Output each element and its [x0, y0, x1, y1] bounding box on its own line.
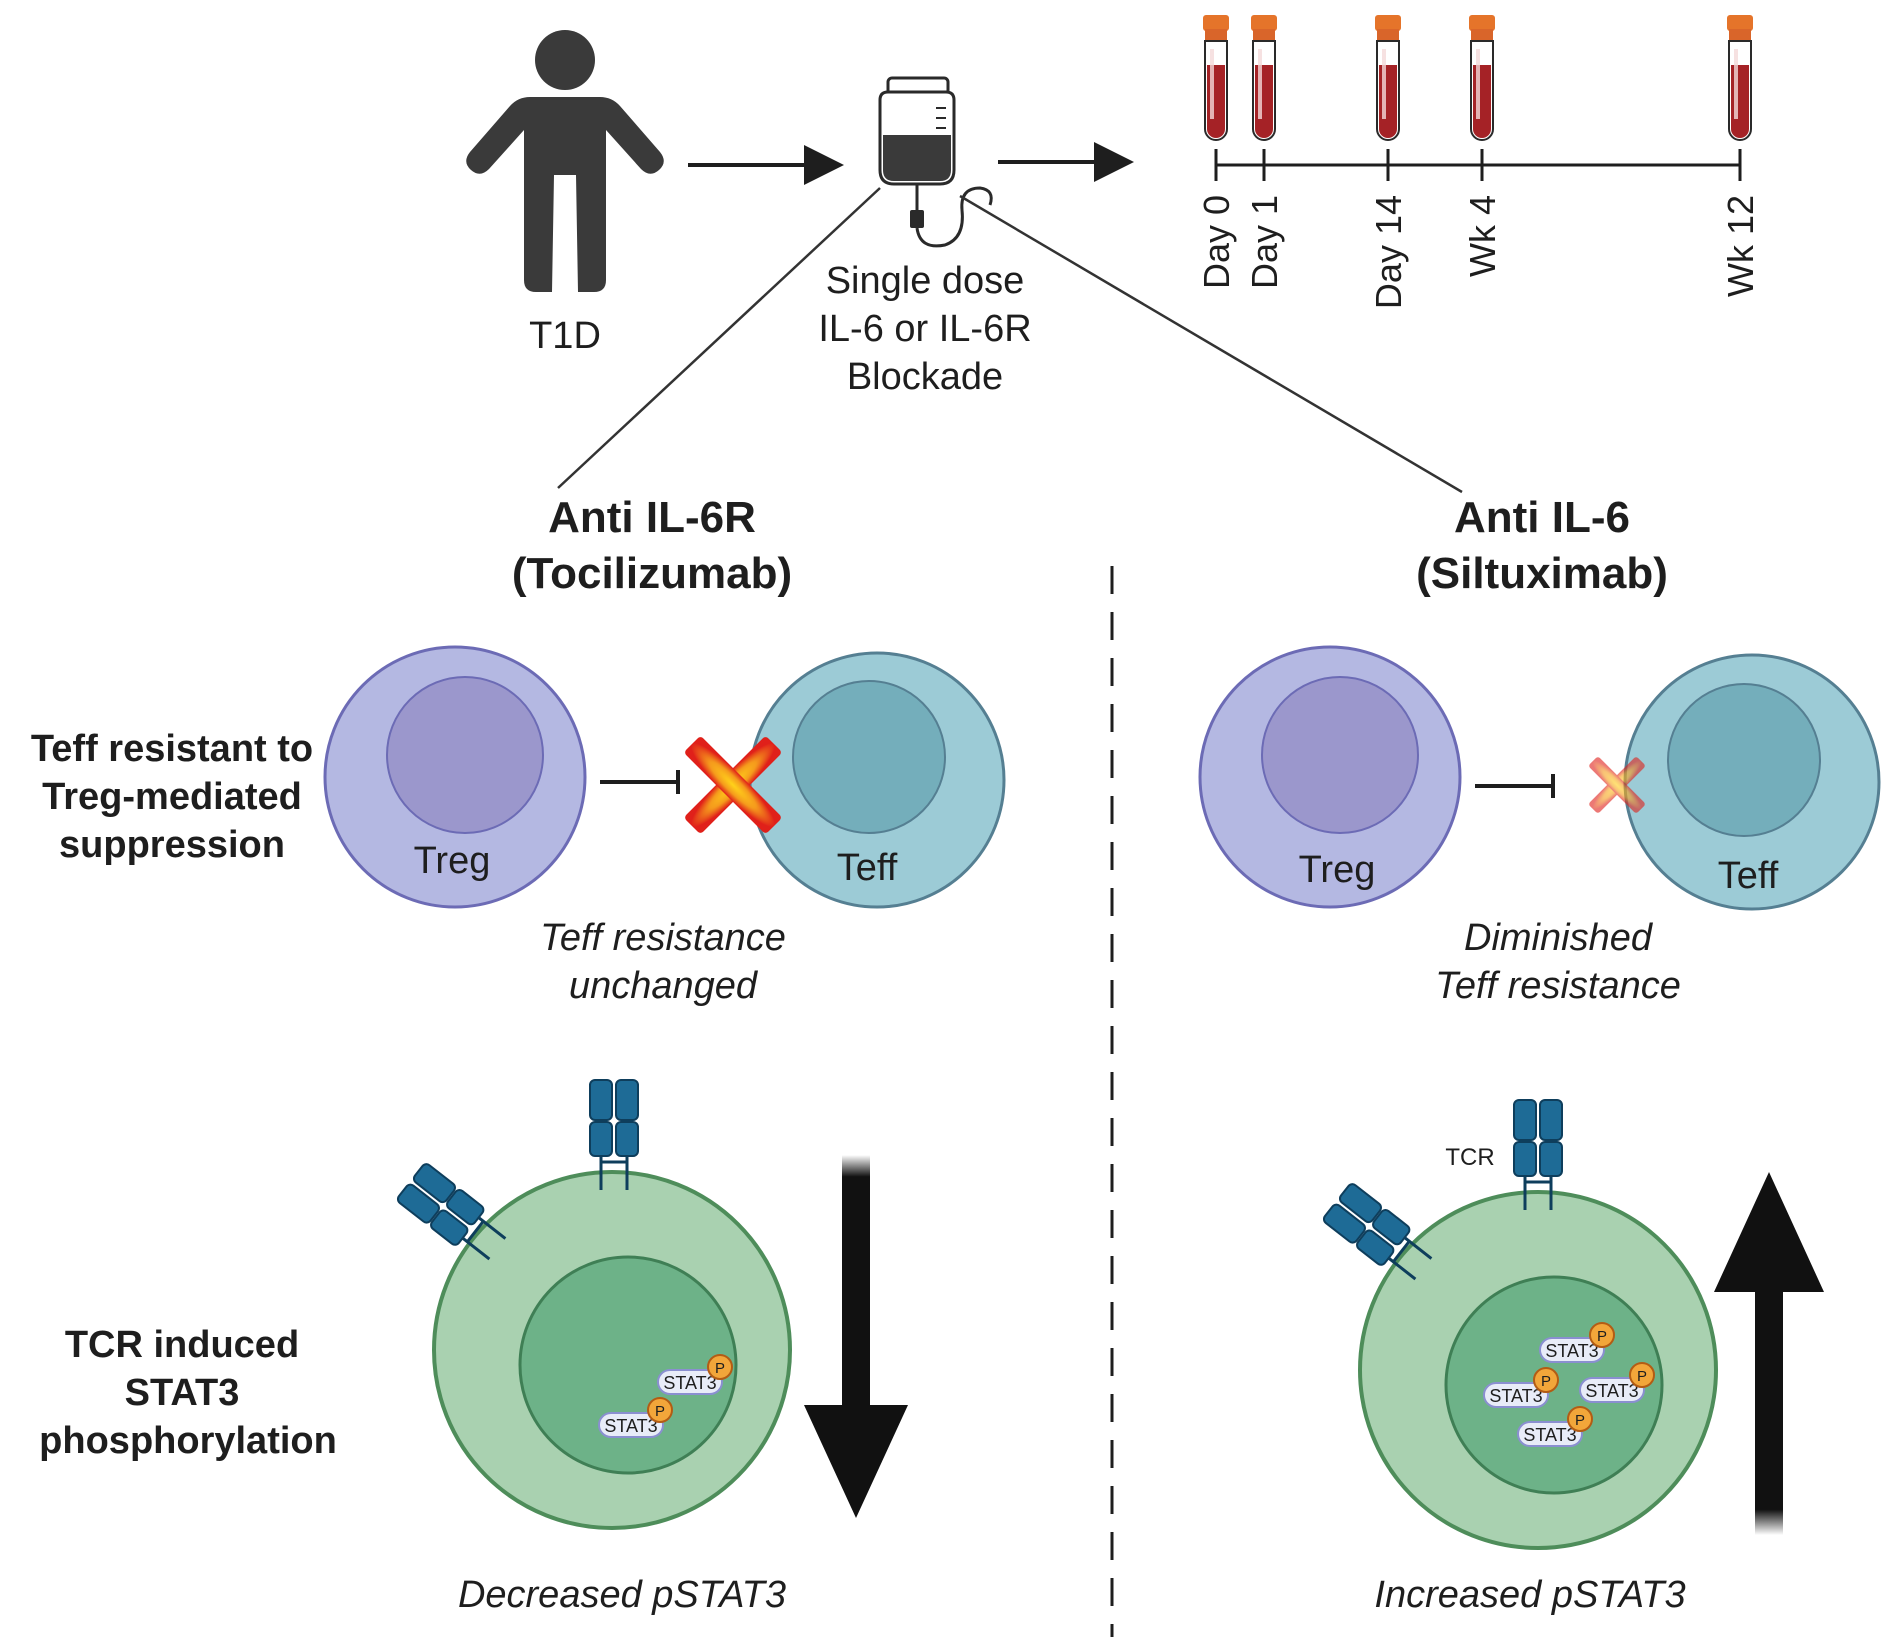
left-inhibition-line	[600, 770, 680, 794]
right-result-line2: Teff resistance	[1435, 965, 1681, 1007]
row1-label-line2: Treg-mediated	[42, 776, 302, 818]
svg-text:STAT3: STAT3	[1489, 1386, 1542, 1406]
left-block-x-icon	[685, 737, 781, 833]
svg-text:STAT3: STAT3	[1585, 1381, 1638, 1401]
left-result-line2: unchanged	[569, 965, 759, 1007]
right-result-line1: Diminished	[1464, 917, 1654, 959]
patient-icon	[466, 30, 664, 292]
right-inhibition-line	[1475, 774, 1555, 798]
timeline-label: Wk 12	[1720, 195, 1761, 297]
left-stat3-2: STAT3 P	[598, 1397, 673, 1438]
decrease-arrow-icon	[804, 1155, 908, 1518]
left-treg-label: Treg	[414, 840, 491, 882]
row2-label-line1: TCR induced	[65, 1324, 299, 1366]
right-stat3-2: STAT3 P	[1483, 1367, 1559, 1408]
timeline-label: Wk 4	[1462, 195, 1503, 277]
right-stat3-4: STAT3 P	[1517, 1406, 1593, 1447]
zoom-line-left	[557, 187, 881, 489]
right-title-line1: Anti IL-6	[1454, 493, 1630, 542]
right-teff-cell	[1623, 653, 1881, 911]
blood-tube-icon	[1250, 14, 1278, 141]
left-result-line1: Teff resistance	[540, 917, 786, 959]
blood-tube-icon	[1374, 14, 1402, 141]
dose-label-line2: IL-6 or IL-6R	[818, 308, 1031, 350]
left-tcell	[432, 1170, 792, 1530]
zoom-line-right	[959, 194, 1463, 494]
svg-text:P: P	[1575, 1412, 1585, 1429]
svg-text:STAT3: STAT3	[663, 1373, 716, 1393]
svg-text:STAT3: STAT3	[604, 1416, 657, 1436]
iv-bag-icon	[878, 76, 993, 248]
right-bottom-result: Increased pSTAT3	[1374, 1574, 1685, 1616]
blood-tube-icon	[1468, 14, 1496, 141]
svg-text:P: P	[655, 1403, 665, 1420]
svg-text:P: P	[1541, 1373, 1551, 1390]
right-stat3-3: STAT3 P	[1579, 1362, 1655, 1403]
increase-arrow-icon	[1714, 1172, 1824, 1535]
left-title-line1: Anti IL-6R	[548, 493, 756, 542]
right-treg-label: Treg	[1299, 849, 1376, 891]
left-treg-cell	[323, 645, 587, 909]
right-stat3-1: STAT3 P	[1539, 1322, 1615, 1363]
row2-label-line3: phosphorylation	[39, 1420, 337, 1462]
left-title-line2: (Tocilizumab)	[512, 549, 792, 598]
right-title-line2: (Siltuximab)	[1416, 549, 1668, 598]
svg-text:P: P	[715, 1360, 725, 1377]
left-bottom-result: Decreased pSTAT3	[458, 1574, 786, 1616]
row2-label-line2: STAT3	[125, 1372, 240, 1414]
row1-label-line1: Teff resistant to	[31, 728, 313, 770]
row1-label-line3: suppression	[59, 824, 285, 866]
right-block-x-icon	[1589, 757, 1645, 813]
blood-tube-icon	[1726, 14, 1754, 141]
svg-text:STAT3: STAT3	[1545, 1341, 1598, 1361]
svg-text:P: P	[1597, 1328, 1607, 1345]
blood-tube-icon	[1202, 14, 1230, 141]
left-teff-cell	[748, 651, 1006, 909]
patient-label: T1D	[529, 315, 601, 357]
tcr-label: TCR	[1445, 1144, 1494, 1171]
left-stat3-1: STAT3 P	[657, 1354, 733, 1395]
left-teff-label: Teff	[837, 847, 898, 889]
right-treg-cell	[1198, 645, 1462, 909]
dose-label-line1: Single dose	[826, 260, 1025, 302]
timeline-label: Day 0	[1196, 195, 1237, 289]
svg-text:P: P	[1637, 1368, 1647, 1385]
dose-label-line3: Blockade	[847, 356, 1003, 398]
timeline-label: Day 14	[1368, 195, 1409, 309]
svg-text:STAT3: STAT3	[1523, 1425, 1576, 1445]
right-teff-label: Teff	[1718, 855, 1779, 897]
timeline-label: Day 1	[1244, 195, 1285, 289]
